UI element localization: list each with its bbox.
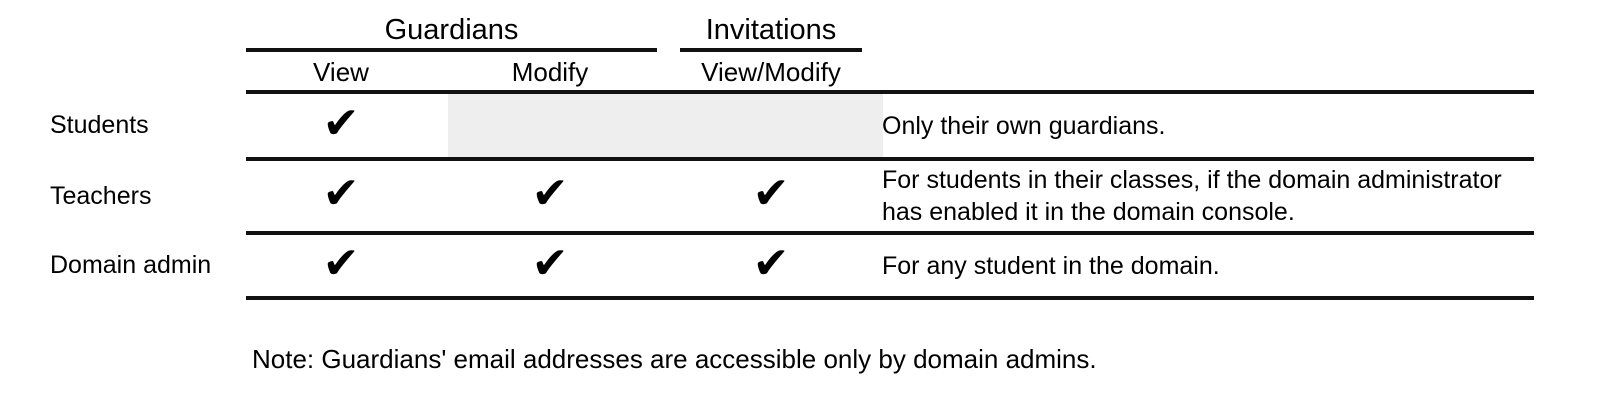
students-note: Only their own guardians. [882,111,1166,140]
check-icon: ✔ [322,97,360,149]
row-divider [246,231,1534,235]
guardians-underline [246,48,657,52]
check-icon: ✔ [531,168,569,219]
column-header-view-modify: View/Modify [701,56,841,87]
row-label-students: Students [50,111,149,139]
check-icon: ✔ [322,237,360,289]
teachers-guardians-modify-cell: ✔ [450,161,650,231]
column-group-invitations: Invitations [680,12,862,48]
table-bottom-divider [246,296,1534,300]
domain-admin-note: For any student in the domain. [882,251,1220,280]
domain-admin-invitations-cell: ✔ [680,235,862,296]
students-no-permission-shaded-cell [448,94,883,157]
column-group-guardians: Guardians [246,12,657,48]
students-guardians-modify-cell: ✔ [450,94,650,157]
teachers-guardians-view-cell: ✔ [246,161,436,231]
check-icon: ✔ [752,168,790,219]
row-label-teachers: Teachers [50,181,152,210]
check-icon: ✔ [322,168,360,219]
footnote: Note: Guardians' email addresses are acc… [252,344,1097,374]
check-icon: ✔ [531,237,569,289]
check-icon: ✔ [752,237,790,289]
column-group-invitations-label: Invitations [705,13,837,46]
column-header-view: View [313,56,369,87]
row-label-domain-admin: Domain admin [50,251,212,279]
teachers-note: For students in their classes, if the do… [882,166,1502,226]
header-divider [246,90,1534,94]
students-guardians-view-cell: ✔ [246,94,436,157]
domain-admin-guardians-view-cell: ✔ [246,235,436,296]
invitations-underline [680,48,862,52]
column-header-modify: Modify [511,56,589,87]
students-invitations-cell: ✔ [680,94,862,157]
row-divider [246,157,1534,161]
teachers-invitations-cell: ✔ [680,161,862,231]
column-group-guardians-label: Guardians [384,13,519,46]
domain-admin-guardians-modify-cell: ✔ [450,235,650,296]
